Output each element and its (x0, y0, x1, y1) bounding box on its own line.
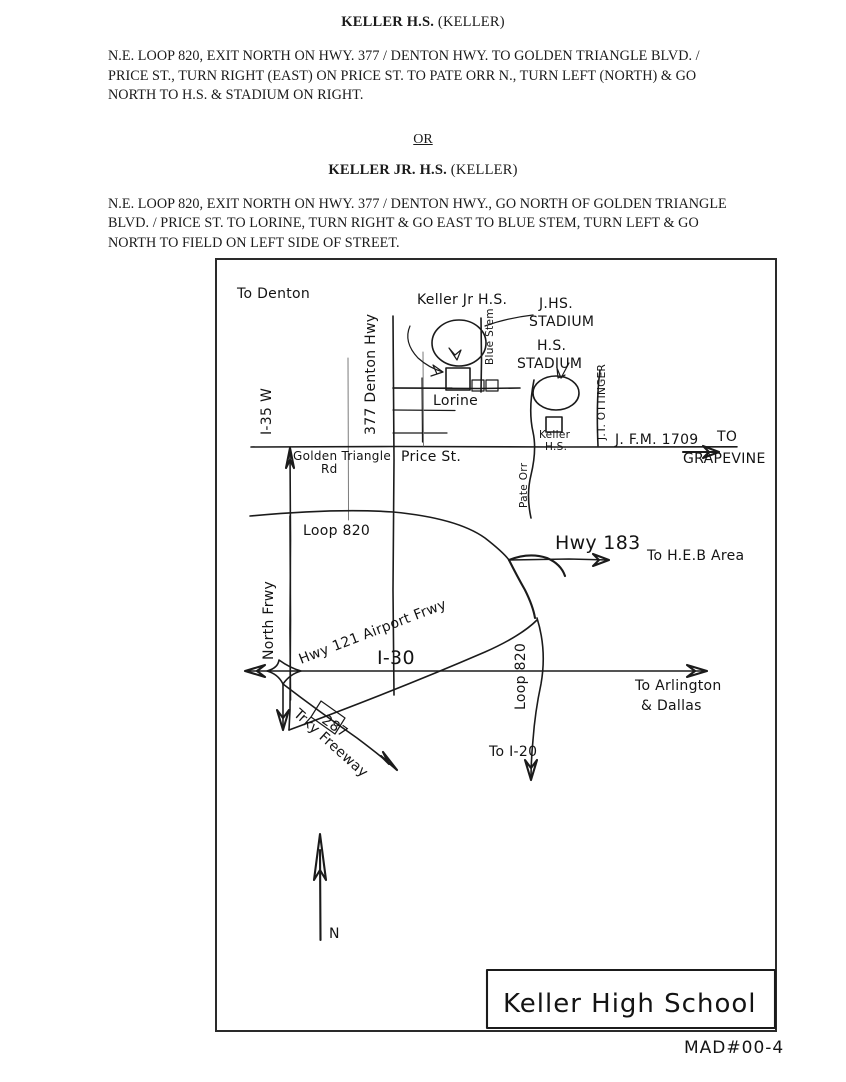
label-lorine: Lorine (433, 393, 478, 409)
label-hs-stadium-2: STADIUM (517, 356, 582, 372)
arrow-to-i20 (523, 758, 539, 782)
road-pate-orr (527, 379, 536, 519)
hs-building-square (545, 416, 563, 433)
or-label: OR (413, 131, 433, 147)
road-loop820-lower (530, 617, 545, 781)
school-city-secondary: (KELLER) (450, 161, 518, 178)
label-377-denton-hwy: 377 Denton Hwy (363, 314, 379, 435)
interchange-star (266, 659, 302, 685)
directions-block: KELLER H.S. (KELLER) N.E. LOOP 820, EXIT… (0, 0, 846, 253)
label-blue-stem: Blue Stem (484, 308, 496, 365)
label-north-frwy: North Frwy (261, 581, 277, 660)
label-hwy183: Hwy 183 (555, 532, 640, 554)
arrow-into-oval (448, 347, 462, 361)
label-keller-hs-1: Keller (539, 429, 571, 441)
arrow-i30-west (243, 663, 267, 679)
map-title-text: Keller High School (503, 989, 757, 1019)
road-377-denton-hwy (392, 315, 395, 696)
pointer-arrowhead-hs (556, 367, 566, 379)
school-city-primary: (KELLER) (437, 14, 505, 30)
road-hwy183 (508, 558, 610, 561)
grid-line-e (422, 351, 424, 447)
label-to-denton: To Denton (236, 286, 310, 302)
label-fm-1709: J. F.M. 1709 (614, 432, 699, 448)
directions-text-secondary: N.E. LOOP 820, EXIT NORTH ON HWY. 377 / … (108, 195, 727, 251)
road-golden-triangle-price (250, 445, 738, 448)
arrow-interchange-south (275, 708, 291, 732)
pointer-jhs-stadium (484, 314, 534, 327)
page-title-primary: KELLER H.S. (KELLER) (0, 14, 846, 31)
school-name-primary: KELLER H.S. (341, 14, 435, 30)
label-to-heb-area: To H.E.B Area (646, 548, 744, 564)
label-jt-ottinger: J.T. OTTINGER (596, 364, 608, 441)
label-pate-orr: Pate Orr (518, 462, 530, 508)
arrow-grapevine-head (701, 444, 721, 460)
label-loop820-lower: Loop 820 (513, 643, 529, 710)
road-blue-stem (480, 317, 483, 393)
label-keller-hs-2: H.S. (545, 441, 567, 453)
arrow-hwy183-head (591, 552, 611, 568)
document-code: MAD#00-4 (684, 1038, 785, 1058)
route-287-shield (310, 700, 346, 735)
directions-text-primary: N.E. LOOP 820, EXIT NORTH ON HWY. 377 / … (108, 48, 700, 103)
grid-line-b (392, 409, 456, 412)
arrow-to-denton (284, 446, 296, 470)
ramp-merge-lower (507, 558, 537, 620)
road-377-parallel-thin (347, 357, 349, 521)
pointer-arrowhead-jr (430, 364, 444, 377)
hand-drawn-map: To Denton I-35 W 377 Denton Hwy Keller J… (215, 258, 777, 1032)
label-to-arlington-2: & Dallas (641, 698, 702, 714)
label-golden-triangle-2: Rd (321, 462, 338, 476)
label-to-grapevine-1: TO (716, 429, 737, 445)
hs-stadium-oval (532, 375, 580, 411)
label-to-grapevine-2: GRAPEVINE (683, 451, 766, 467)
north-arrow-head (312, 832, 328, 882)
road-north-frwy (288, 515, 292, 731)
page-title-secondary: KELLER JR. H.S. (KELLER) (0, 162, 846, 179)
road-loop820-upper (249, 509, 510, 561)
label-price-st: Price St. (401, 449, 461, 465)
ramp-merge-upper (507, 554, 567, 578)
pointer-keller-jr (407, 325, 444, 373)
map-title-box (485, 968, 777, 1030)
arrow-trky-freeway (379, 750, 399, 772)
label-i35w: I-35 W (259, 388, 275, 435)
or-separator: OR (0, 132, 846, 148)
label-i30: I-30 (377, 647, 415, 669)
north-arrow-shaft (318, 848, 322, 942)
label-north-compass: N (329, 926, 340, 942)
label-keller-jr-hs: Keller Jr H.S. (417, 292, 507, 308)
arrow-arlington-dallas (685, 663, 709, 679)
label-golden-triangle-1: Golden Triangle (293, 449, 391, 463)
label-to-i20: To I-20 (488, 744, 537, 760)
label-loop820-upper: Loop 820 (303, 523, 370, 539)
map-drawing: To Denton I-35 W 377 Denton Hwy Keller J… (236, 286, 777, 1030)
label-to-arlington-1: To Arlington (634, 678, 722, 694)
blue-stem-node-b (485, 379, 499, 392)
jhs-stadium-oval (431, 319, 487, 367)
label-jhs-stadium-2: STADIUM (529, 314, 594, 330)
jhs-building-square (445, 367, 471, 391)
label-hs-stadium-1: H.S. (537, 338, 566, 354)
label-jhs-stadium-1: J.HS. (538, 296, 573, 312)
road-jt-ottinger (596, 369, 601, 447)
school-name-secondary: KELLER JR. H.S. (328, 161, 447, 178)
label-hwy121-airport: Hwy 121 Airport Frwy (297, 597, 449, 668)
road-hwy121-airport (288, 619, 538, 731)
road-lorine (392, 387, 521, 390)
blue-stem-node-a (471, 379, 485, 392)
